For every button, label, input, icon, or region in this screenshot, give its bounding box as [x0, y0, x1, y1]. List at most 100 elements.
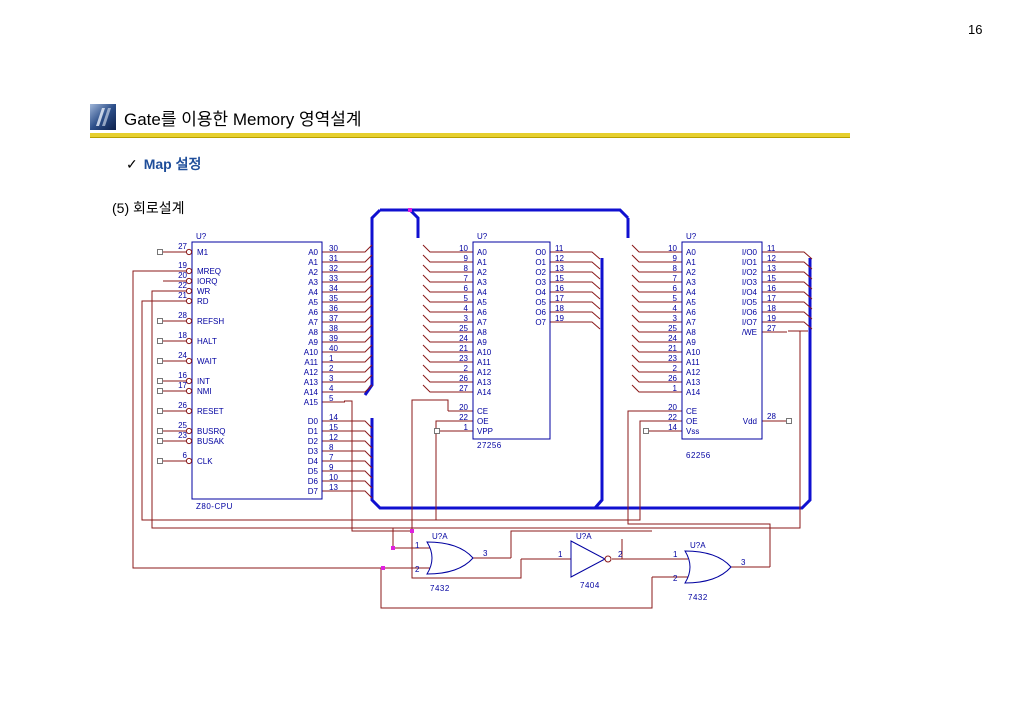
rom-addr-pin-name: A2 — [477, 268, 487, 277]
rom-addr-pin-name: A0 — [477, 248, 487, 257]
cpu-addr-pin-name: A6 — [308, 308, 318, 317]
ram-addr-pin-number: 5 — [673, 294, 678, 303]
rom-addr-pin-number: 3 — [464, 314, 469, 323]
ram-addr-pin-name: A6 — [686, 308, 696, 317]
cpu-pin-number: 28 — [178, 311, 187, 320]
cpu-data-pin-number: 12 — [329, 433, 338, 442]
ram-data-pin-name: I/O1 — [742, 258, 758, 267]
rom-data-bus-entry — [575, 261, 601, 270]
ram-addr-bus-entry — [631, 314, 682, 323]
slide-title: Gate를 이용한 Memory 영역설계 — [124, 110, 362, 129]
gate3-in2-number: 2 — [673, 574, 678, 583]
rom-addr-pin-name: A4 — [477, 288, 487, 297]
rom-addr-pin-name: A8 — [477, 328, 487, 337]
cpu-body — [191, 241, 323, 500]
ram-ctrl-pin-number: 14 — [668, 423, 677, 432]
rom-addr-pin-number: 2 — [464, 364, 469, 373]
cpu-pin-name: MREQ — [197, 267, 221, 276]
cpu-pin-name: IORQ — [197, 277, 217, 286]
cpu-pin-name: CLK — [197, 457, 213, 466]
cpu-addr-bus-entry — [345, 284, 373, 293]
cpu-data-pin-name: D0 — [308, 417, 319, 426]
ram-addr-pin-number: 25 — [668, 324, 677, 333]
ram-addr-pin-name: A2 — [686, 268, 696, 277]
cpu-addr-pin-number: 33 — [329, 274, 338, 283]
rom-ctrl-pin-number: 20 — [459, 403, 468, 412]
rom-data-pin-number: 16 — [555, 284, 564, 293]
rom-data-bus-entry — [575, 251, 601, 260]
cpu-addr-pin-number: 37 — [329, 314, 338, 323]
rom-addr-bus-entry — [422, 264, 473, 273]
cpu-pin-bubble — [185, 377, 193, 385]
rom-data-pin-name: O4 — [535, 288, 546, 297]
cpu-addr-pin-name: A3 — [308, 278, 318, 287]
gate2-in-number: 1 — [558, 550, 563, 559]
cpu-input-terminal — [157, 408, 163, 414]
cpu-input-terminal — [157, 338, 163, 344]
ram-addr-pin-name: A1 — [686, 258, 696, 267]
cpu-addr-pin-name: A2 — [308, 268, 318, 277]
cpu-pin-name: BUSAK — [197, 437, 225, 446]
junction-dot — [410, 529, 414, 533]
cpu-addr-pin-number: 4 — [329, 384, 334, 393]
ram-vdd-terminal — [786, 418, 792, 424]
cpu-data-pin-name: D7 — [308, 487, 319, 496]
cpu-pin-number: 6 — [183, 451, 188, 460]
ram-data-pin-number: 12 — [767, 254, 776, 263]
ram-addr-bus-entry — [631, 364, 682, 373]
ram-addr-pin-name: A9 — [686, 338, 696, 347]
ram-addr-pin-number: 24 — [668, 334, 677, 343]
rom-addr-bus-entry — [422, 314, 473, 323]
subtitle-text: Map 설정 — [143, 156, 202, 172]
cpu-pin-name: M1 — [197, 248, 209, 257]
cpu-addr-pin-number: 38 — [329, 324, 338, 333]
cpu-pin-bubble — [185, 287, 193, 295]
rom-addr-pin-number: 7 — [464, 274, 469, 283]
cpu-data-bus-entry — [345, 460, 373, 469]
check-icon: ✓ — [126, 156, 138, 172]
a15-to-rom-ce — [411, 399, 449, 531]
cpu-pin-name: RESET — [197, 407, 224, 416]
rom-data-bus-entry — [575, 321, 601, 330]
cpu-addr-pin-number: 31 — [329, 254, 338, 263]
cpu-data-bus-entry — [345, 490, 373, 499]
title-underline — [90, 133, 850, 138]
cpu-pin-bubble — [185, 337, 193, 345]
cpu-pin-bubble — [185, 267, 193, 275]
ram-data-pin-number: 27 — [767, 324, 776, 333]
ram-addr-pin-name: A11 — [686, 358, 700, 367]
ram-ctrl-pin-number: 22 — [668, 413, 677, 422]
ram-data-pin-name: I/O5 — [742, 298, 758, 307]
rom-addr-pin-number: 9 — [464, 254, 469, 263]
ram-data-pin-name: I/O7 — [742, 318, 758, 327]
ram-addr-pin-number: 26 — [668, 374, 677, 383]
cpu-data-bus-entry — [345, 440, 373, 449]
cpu-addr-pin-name: A11 — [304, 358, 318, 367]
ram-part-label: 62256 — [686, 451, 711, 460]
cpu-input-terminal — [157, 358, 163, 364]
junction-dot — [391, 546, 395, 550]
ram-addr-pin-number: 10 — [668, 244, 677, 253]
rom-data-pin-name: O3 — [535, 278, 546, 287]
rom-addr-pin-name: A1 — [477, 258, 487, 267]
cpu-addr-pin-number: 5 — [329, 394, 334, 403]
gate2-inverter-bubble — [604, 555, 612, 563]
cpu-addr-pin-name: A14 — [304, 388, 319, 397]
ram-addr-pin-number: 1 — [673, 384, 678, 393]
rom-addr-bus-entry — [422, 374, 473, 383]
ram-data-pin-number: 11 — [767, 244, 776, 253]
ram-addr-pin-number: 2 — [673, 364, 678, 373]
ram-addr-pin-number: 8 — [673, 264, 678, 273]
rom-data-pin-number: 13 — [555, 264, 564, 273]
cpu-addr-pin-name: A9 — [308, 338, 318, 347]
address-bus — [363, 208, 382, 396]
ram-vdd-name: Vdd — [743, 417, 757, 426]
cpu-data-pin-number: 8 — [329, 443, 334, 452]
cpu-addr-bus-entry — [345, 314, 373, 323]
gate3-ref-label: U?A — [690, 541, 706, 550]
rom-addr-bus-entry — [422, 384, 473, 393]
ram-data-bus-entry — [787, 271, 813, 280]
rom-addr-pin-name: A10 — [477, 348, 492, 357]
ram-data-pin-name: /WE — [742, 328, 757, 337]
